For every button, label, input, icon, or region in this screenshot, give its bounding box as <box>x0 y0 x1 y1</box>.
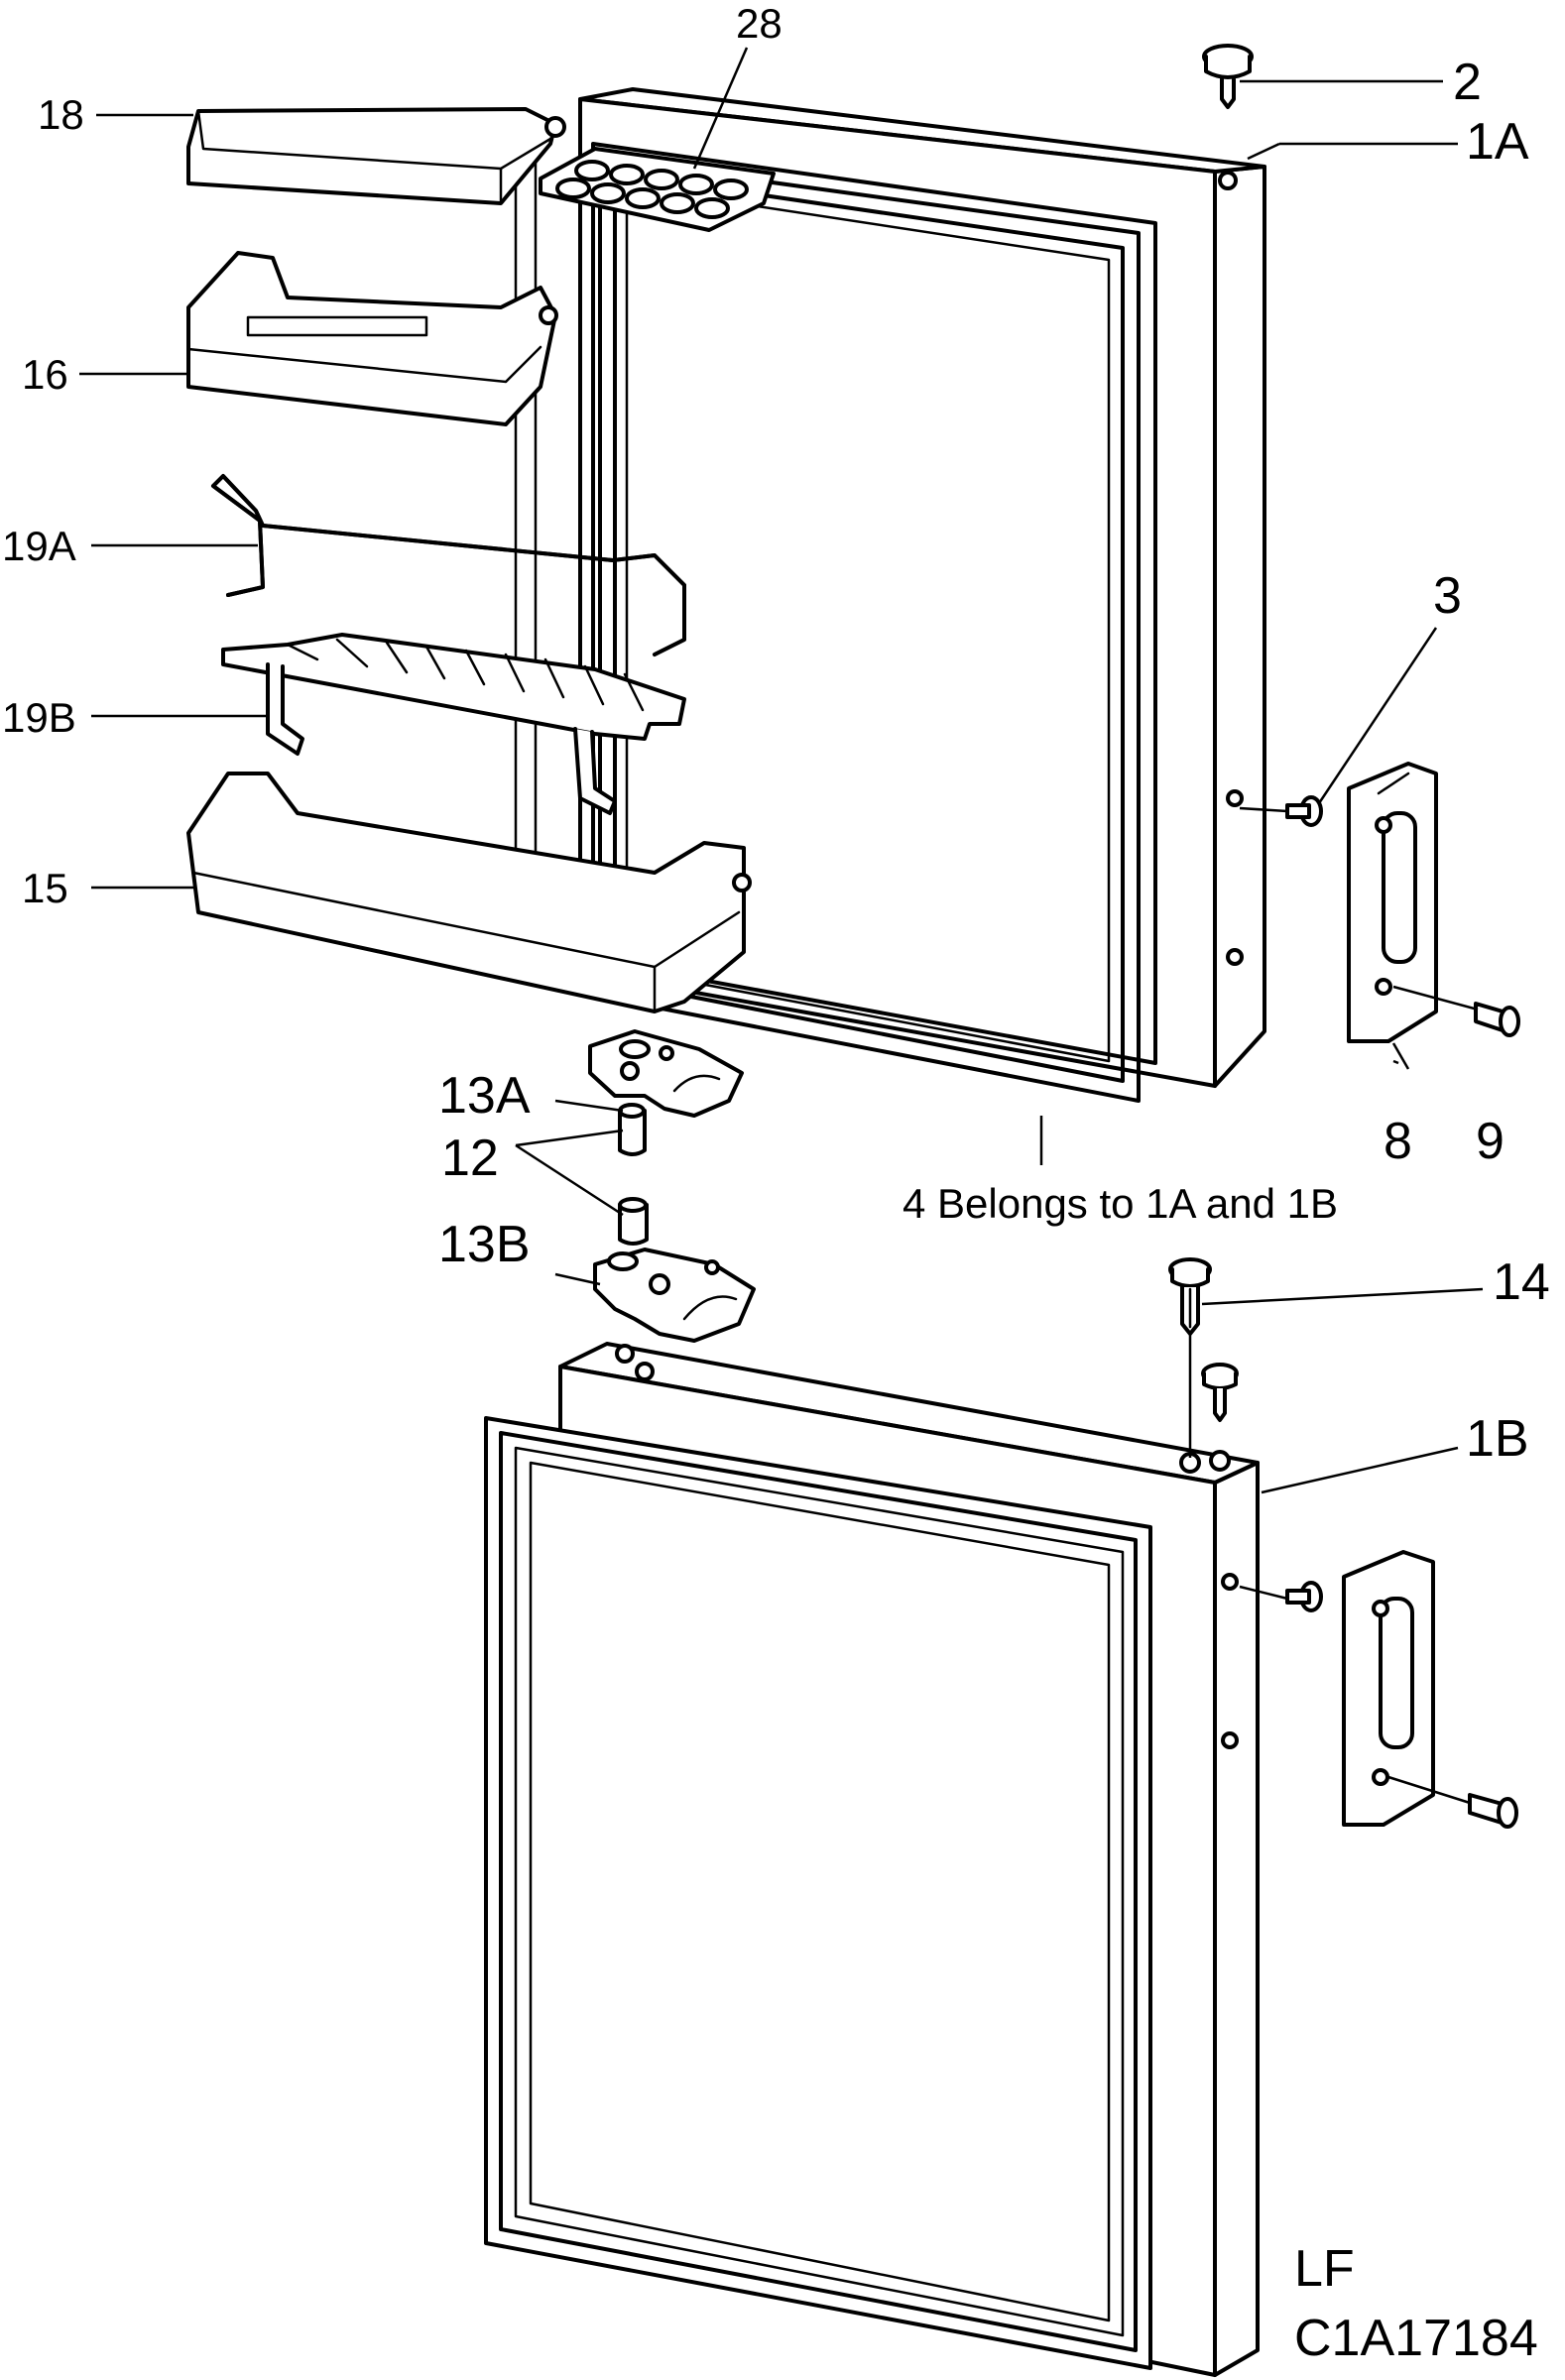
drawing-code-line2: C1A17184 <box>1294 2310 1538 2367</box>
hinge-bracket-13a <box>588 1029 744 1118</box>
label-8: 8 <box>1384 1113 1412 1170</box>
label-14: 14 <box>1493 1253 1550 1311</box>
door-bin-16 <box>186 251 558 426</box>
leader-lines <box>79 47 1484 1805</box>
hinge-plate-8 <box>1347 762 1438 1043</box>
label-28: 28 <box>736 0 782 47</box>
label-13a: 13A <box>438 1067 531 1125</box>
hinge-pin-12 <box>618 1103 649 1246</box>
label-19b: 19B <box>2 694 76 741</box>
shelf-rack-19b <box>221 633 686 815</box>
wire-rail-19a <box>211 474 686 656</box>
label-9: 9 <box>1476 1113 1505 1170</box>
label-13b: 13B <box>438 1216 531 1273</box>
label-16: 16 <box>22 351 68 398</box>
label-19a: 19A <box>2 523 76 569</box>
drawing-code-line1: LF <box>1294 2240 1355 2298</box>
label-15: 15 <box>22 865 68 911</box>
egg-tray-28 <box>539 147 776 232</box>
hinge-bracket-13b <box>593 1248 756 1343</box>
label-18: 18 <box>38 91 84 138</box>
label-12: 12 <box>441 1130 499 1187</box>
screw-lower <box>1285 1581 1323 1612</box>
hinge-plate-lower <box>1342 1550 1435 1827</box>
door-bin-15 <box>186 772 752 1013</box>
label-2: 2 <box>1453 54 1482 111</box>
label-3: 3 <box>1433 567 1462 625</box>
label-4: 4 Belongs to 1A and 1B <box>903 1180 1338 1227</box>
screw-3 <box>1285 795 1323 827</box>
pin-14 <box>1168 1257 1212 1336</box>
label-1a: 1A <box>1466 113 1529 171</box>
pin-lower <box>1201 1363 1239 1422</box>
pin-2 <box>1202 44 1254 109</box>
dairy-lid-18 <box>186 107 566 205</box>
label-1b: 1B <box>1466 1410 1529 1468</box>
upper-door-1a <box>514 87 1266 1103</box>
lower-door-1b <box>484 1342 1260 2377</box>
screw-lower-right <box>1468 1793 1518 1829</box>
screw-9 <box>1474 1002 1520 1037</box>
